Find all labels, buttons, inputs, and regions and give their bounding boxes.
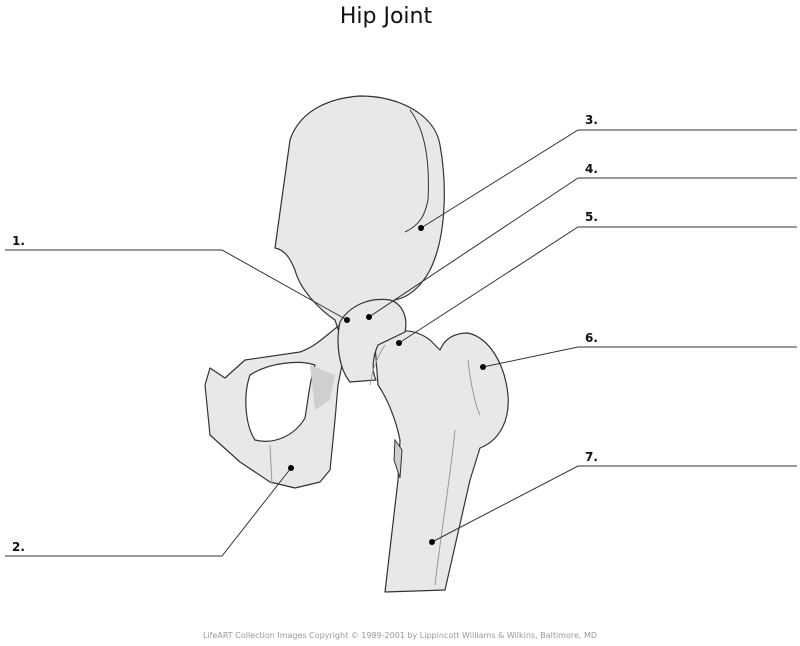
pointer-dot-6 (480, 364, 486, 370)
pointer-dot-5 (396, 340, 402, 346)
pointer-dot-4 (366, 314, 372, 320)
label-number-6: 6. (585, 331, 598, 345)
label-number-3: 3. (585, 113, 598, 127)
label-number-2: 2. (12, 540, 25, 554)
femoral-head (337, 298, 407, 383)
pointer-dot-1 (344, 317, 350, 323)
label-number-1: 1. (12, 234, 25, 248)
lesser-trochanter (393, 438, 403, 479)
shadow-region (310, 365, 335, 410)
copyright-credit: LifeART Collection Images Copyright © 19… (202, 631, 598, 640)
label-number-4: 4. (585, 162, 598, 176)
label-number-7: 7. (585, 450, 598, 464)
pointer-dot-3 (418, 225, 424, 231)
pointer-dot-2 (288, 465, 294, 471)
diagram-title: Hip Joint (339, 4, 433, 29)
femur (374, 330, 509, 593)
label-number-5: 5. (585, 210, 598, 224)
obturator-foramen (245, 361, 316, 442)
pointer-dot-7 (429, 539, 435, 545)
leader-lines (5, 129, 797, 557)
